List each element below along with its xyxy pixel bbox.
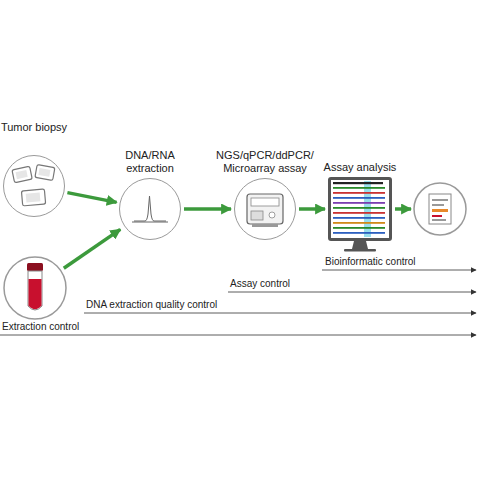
flow-arrow: [184, 207, 231, 211]
process-circle: DNA/RNA extraction: [119, 178, 181, 240]
blood-circle: [4, 257, 66, 319]
node-heading-group: Assay analysis: [315, 161, 405, 174]
flow-arrow: [67, 193, 116, 203]
biopsy-cassettes: [12, 165, 55, 206]
node-heading: DNA/RNA extraction: [115, 149, 185, 175]
process-circle: NGS/qPCR/ddPCR/ Microarray assay: [234, 178, 296, 240]
control-label: DNA extraction quality control: [86, 299, 217, 311]
node-heading: Assay analysis: [315, 161, 405, 174]
flow-arrow: [64, 229, 121, 268]
monitor-node: Assay analysis: [328, 177, 392, 241]
control-label: Extraction control: [2, 321, 79, 333]
sequence-lines: [333, 181, 385, 237]
process-circle: Tumor biopsy: [3, 155, 65, 217]
node-heading-group: DNA/RNA extraction: [115, 149, 185, 175]
node-heading: NGS/qPCR/ddPCR/ Microarray assay: [215, 149, 315, 175]
node-heading: Tumor biopsy: [0, 121, 79, 134]
control-label: Bioinformatic control: [325, 256, 416, 268]
control-label: Assay control: [230, 278, 290, 290]
flow-arrow: [299, 207, 325, 211]
report-sheet: [429, 194, 451, 224]
report-circle: [414, 183, 466, 235]
instrument: [247, 194, 283, 227]
node-heading-group: Tumor biopsy: [0, 121, 79, 134]
blood-tube: [27, 263, 43, 310]
flow-arrow: [395, 207, 411, 211]
node-heading-group: NGS/qPCR/ddPCR/ Microarray assay: [215, 149, 315, 175]
monitor-stand: [344, 241, 376, 252]
control-timelines: [0, 270, 476, 335]
chromatogram: [132, 196, 168, 222]
